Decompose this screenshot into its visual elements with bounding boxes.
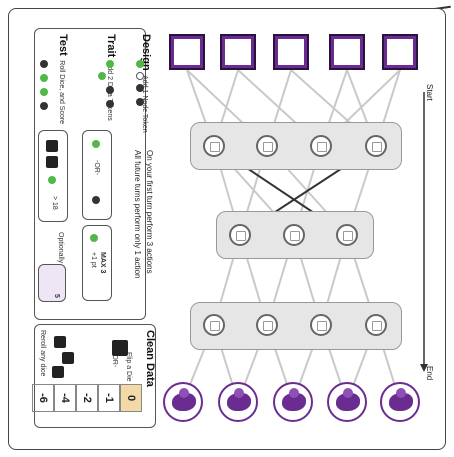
node-slot[interactable] bbox=[203, 314, 225, 336]
node-slot[interactable] bbox=[365, 314, 387, 336]
lizard-icon[interactable] bbox=[327, 382, 367, 422]
die-icon bbox=[52, 366, 64, 378]
score-track-cell: -2 bbox=[76, 384, 98, 412]
trait-or-label: -OR- bbox=[93, 160, 100, 176]
data-token-icon bbox=[40, 74, 48, 82]
seal-icon[interactable] bbox=[382, 34, 418, 70]
trait-title: Trait bbox=[105, 34, 117, 58]
node-token-icon bbox=[136, 72, 144, 80]
score-track-cell: -4 bbox=[54, 384, 76, 412]
rule-line-1: On your first turn perform 3 actions bbox=[145, 150, 154, 274]
data-token-icon bbox=[136, 60, 144, 68]
die-icon bbox=[46, 156, 58, 168]
node-slot[interactable] bbox=[229, 224, 251, 246]
token-icon bbox=[40, 60, 48, 68]
token-icon bbox=[136, 98, 144, 106]
seal-icon[interactable] bbox=[218, 382, 258, 422]
fox-icon[interactable] bbox=[329, 34, 365, 70]
dog-icon[interactable] bbox=[273, 382, 313, 422]
data-token-icon bbox=[92, 140, 100, 148]
score-track-cell: -1 bbox=[98, 384, 120, 412]
data-token-icon bbox=[40, 88, 48, 96]
trait-bonus-label: +1 pt bbox=[90, 252, 97, 268]
cat-icon[interactable] bbox=[169, 34, 205, 70]
start-label: Start bbox=[425, 84, 434, 101]
node-slot[interactable] bbox=[310, 135, 332, 157]
skunk-icon[interactable] bbox=[163, 382, 203, 422]
test-row: Test Roll Dice, and Score bbox=[55, 34, 73, 124]
fish-icon[interactable] bbox=[380, 382, 420, 422]
clean-reroll-label: Reroll any dice bbox=[39, 330, 46, 377]
node-slot[interactable] bbox=[283, 224, 305, 246]
die-icon bbox=[62, 352, 74, 364]
data-token-icon bbox=[98, 72, 106, 80]
clean-flip-label: Flip a Die bbox=[125, 352, 132, 382]
token-icon bbox=[106, 86, 114, 94]
token-icon bbox=[106, 100, 114, 108]
score-track-cell: -6 bbox=[32, 384, 54, 412]
die-icon bbox=[46, 140, 58, 152]
test-clean-value: 5 bbox=[53, 294, 60, 298]
die-icon bbox=[112, 340, 128, 356]
test-title: Test bbox=[57, 34, 69, 56]
trait-max-label: MAX 3 bbox=[99, 252, 106, 274]
clean-data-title: Clean Data bbox=[144, 330, 156, 387]
token-icon bbox=[92, 196, 100, 204]
node-slot[interactable] bbox=[365, 135, 387, 157]
node-slot[interactable] bbox=[336, 224, 358, 246]
bird-icon[interactable] bbox=[220, 34, 256, 70]
test-score-box bbox=[38, 264, 66, 302]
node-slot[interactable] bbox=[256, 314, 278, 336]
squirrel-icon[interactable] bbox=[273, 34, 309, 70]
test-threshold-label: > 18 bbox=[51, 196, 58, 210]
node-slot[interactable] bbox=[256, 135, 278, 157]
die-icon bbox=[54, 336, 66, 348]
data-token-icon bbox=[90, 234, 98, 242]
end-label: End bbox=[425, 366, 434, 381]
rule-line-2: All future turns perform only 1 action bbox=[133, 150, 142, 279]
data-token-icon bbox=[106, 60, 114, 68]
data-token-icon bbox=[48, 176, 56, 184]
score-track-cell: 0 bbox=[120, 384, 142, 412]
node-slot[interactable] bbox=[203, 135, 225, 157]
token-icon bbox=[136, 84, 144, 92]
test-desc: Roll Dice, and Score bbox=[58, 60, 65, 125]
token-icon bbox=[40, 102, 48, 110]
node-slot[interactable] bbox=[310, 314, 332, 336]
